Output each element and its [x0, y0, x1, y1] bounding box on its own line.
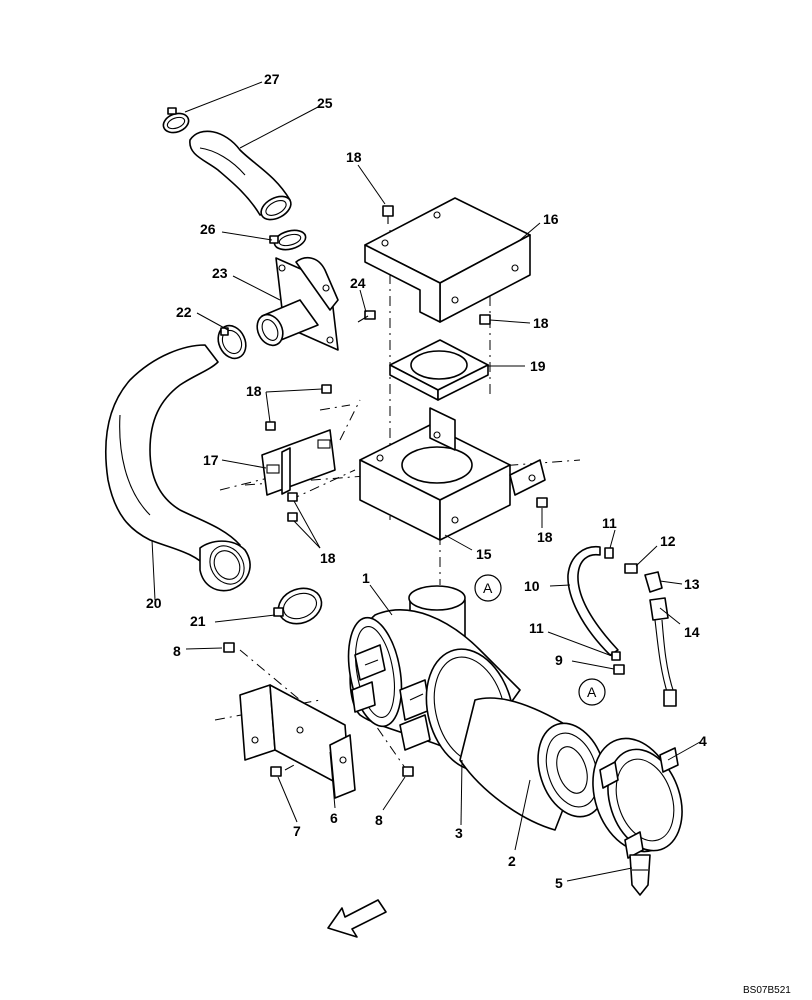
outer-element-2	[459, 697, 607, 831]
gasket-19	[389, 339, 489, 401]
cover-plate-16	[364, 197, 531, 323]
callout-2: 2	[508, 853, 516, 869]
callout-14: 14	[684, 624, 700, 640]
hose-clamp-27	[162, 107, 190, 134]
callout-18: 18	[246, 383, 262, 399]
svg-text:A: A	[483, 580, 493, 596]
callout-27: 27	[264, 71, 280, 87]
leader-lines	[151, 81, 701, 882]
hose-clamp-26	[269, 229, 307, 251]
bolt-24	[357, 310, 376, 323]
long-hose-20	[105, 344, 251, 592]
bolt-18-b	[265, 421, 276, 431]
callout-3: 3	[455, 825, 463, 841]
callout-17: 17	[203, 452, 219, 468]
callout-15: 15	[476, 546, 492, 562]
callout-16: 16	[543, 211, 559, 227]
callout-10: 10	[524, 578, 540, 594]
end-cover-4	[592, 737, 683, 859]
elbow-13	[644, 571, 663, 593]
callout-19: 19	[530, 358, 546, 374]
callout-25: 25	[317, 95, 333, 111]
adapter-12	[624, 563, 638, 574]
hose-clamp-22	[217, 324, 247, 360]
callout-23: 23	[212, 265, 228, 281]
ref-marker-a-top: A	[474, 574, 502, 602]
elbow-pipe-23	[256, 256, 339, 351]
callout-21: 21	[190, 613, 206, 629]
bolt-18-d	[287, 512, 298, 522]
bracket-box-15	[359, 407, 546, 541]
callout-5: 5	[555, 875, 563, 891]
callout-11: 11	[602, 515, 617, 531]
callout-7: 7	[293, 823, 301, 839]
callout-4: 4	[699, 733, 707, 749]
bolt-18-e	[536, 497, 548, 508]
bolt-8-lower	[402, 766, 414, 777]
callout-labels: 27 25 18 16 26 23 24 18 22 19 18 17 18 1…	[146, 71, 707, 891]
callout-8: 8	[375, 812, 383, 828]
indicator-hose-10	[567, 546, 619, 656]
callout-18: 18	[346, 149, 362, 165]
callout-8: 8	[173, 643, 181, 659]
callout-12: 12	[660, 533, 676, 549]
bolt-8-upper	[223, 642, 235, 653]
callout-18: 18	[533, 315, 549, 331]
callout-22: 22	[176, 304, 192, 320]
callout-11: 11	[529, 620, 544, 636]
bolt-18-c	[287, 492, 298, 502]
hose-clamp-21	[273, 587, 323, 625]
upper-hose-25	[189, 130, 292, 221]
callout-9: 9	[555, 652, 563, 668]
drawing-code: BS07B521	[743, 985, 791, 996]
mount-bracket-6	[239, 684, 356, 799]
bracket-17	[261, 429, 336, 496]
callout-6: 6	[330, 810, 338, 826]
callout-18: 18	[537, 529, 553, 545]
svg-text:A: A	[587, 684, 597, 700]
bolt-18-top	[382, 205, 394, 224]
callout-24: 24	[350, 275, 366, 291]
callout-20: 20	[146, 595, 162, 611]
callout-26: 26	[200, 221, 216, 237]
callout-18: 18	[320, 550, 336, 566]
callout-13: 13	[684, 576, 700, 592]
bolt-18-right	[479, 314, 491, 325]
indicator-14	[649, 597, 677, 707]
dust-valve-5	[629, 854, 651, 896]
callout-1: 1	[362, 570, 370, 586]
bolt-18-a	[321, 384, 332, 394]
connector-9	[613, 664, 625, 675]
bolt-7	[270, 766, 282, 777]
direction-arrow-icon	[327, 899, 387, 938]
hose-clip-11-top	[604, 547, 614, 559]
hose-clip-11-bottom	[611, 651, 621, 661]
ref-marker-a-bottom: A	[578, 678, 606, 706]
